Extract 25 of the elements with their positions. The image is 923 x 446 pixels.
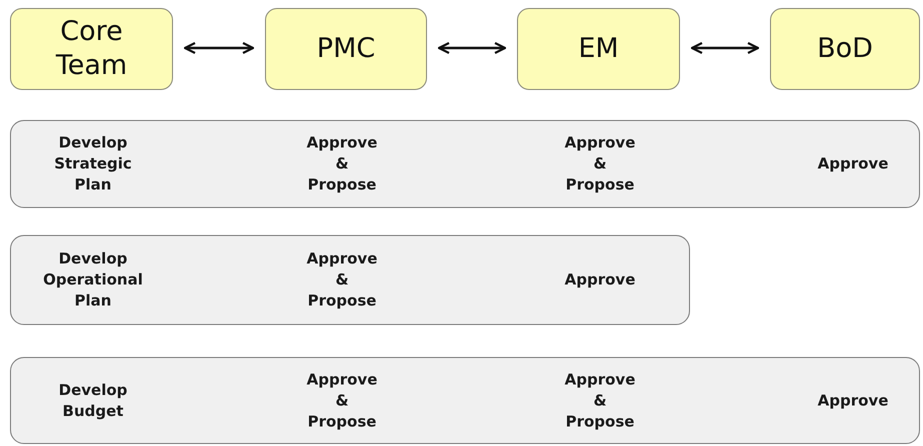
responsibility-text: Approve & Propose [306, 248, 378, 312]
role-box [770, 8, 920, 90]
responsibility-text: Develop Budget [58, 380, 128, 422]
responsibility-text: Approve & Propose [564, 369, 636, 432]
double-arrow [690, 42, 760, 54]
role-label: Core Team [56, 15, 128, 83]
role-box [517, 8, 680, 90]
role-box [265, 8, 427, 90]
role-label: EM [578, 32, 619, 66]
responsibility-row [10, 235, 690, 325]
responsibility-text: Develop Operational Plan [43, 248, 143, 312]
role-label: PMC [316, 32, 376, 66]
double-arrow [184, 42, 254, 54]
double-arrow [438, 42, 506, 54]
responsibility-row [10, 357, 920, 444]
responsibility-text: Approve [564, 270, 636, 290]
responsibility-text: Approve & Propose [306, 369, 378, 432]
role-box [10, 8, 173, 90]
responsibility-text: Approve [818, 154, 888, 174]
responsibility-text: Develop Strategic Plan [54, 132, 132, 196]
role-label: BoD [817, 32, 873, 66]
responsibility-text: Approve & Propose [564, 132, 636, 196]
responsibility-text: Approve [818, 390, 888, 411]
responsibility-row [10, 120, 920, 208]
responsibility-text: Approve & Propose [306, 132, 378, 196]
